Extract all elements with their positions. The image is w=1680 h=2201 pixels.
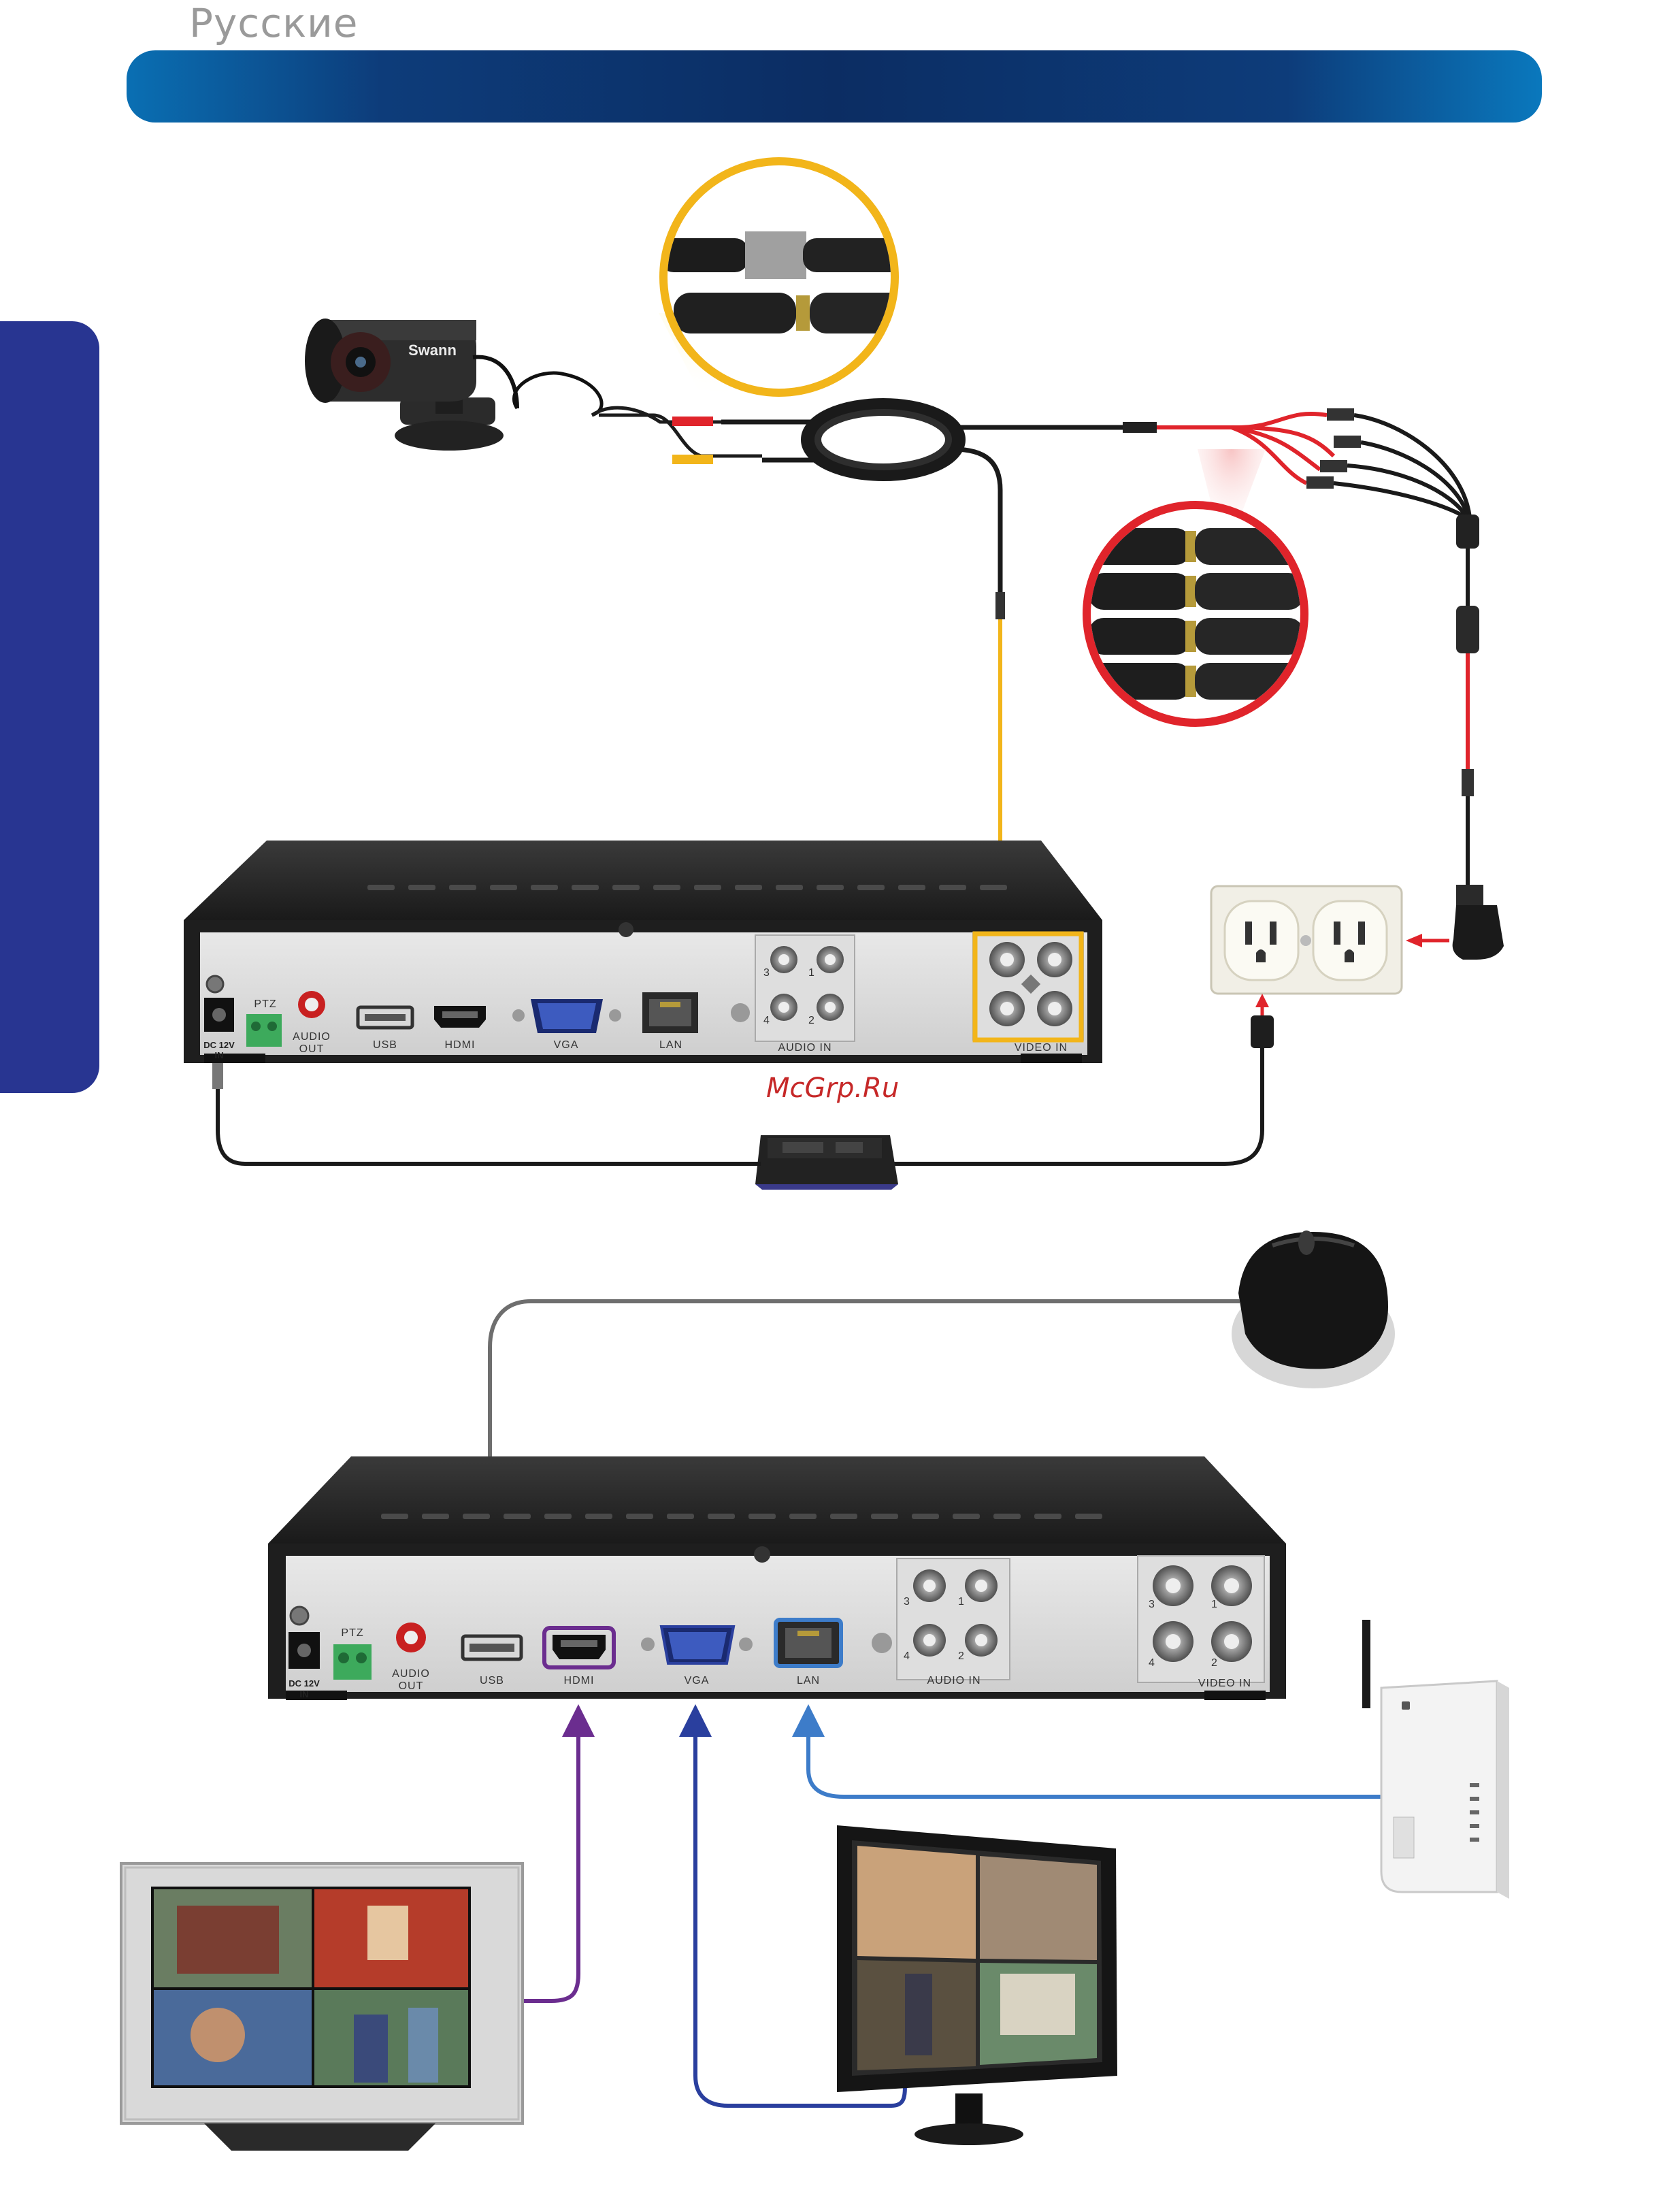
- camera-brand: Swann: [408, 342, 457, 359]
- network-router: [1362, 1620, 1509, 1899]
- svg-text:AUDIO IN: AUDIO IN: [778, 1042, 831, 1054]
- svg-text:OUT: OUT: [399, 1680, 424, 1692]
- svg-text:3: 3: [763, 967, 770, 979]
- svg-text:AUDIO IN: AUDIO IN: [927, 1675, 981, 1686]
- security-camera: Swann: [305, 319, 602, 451]
- svg-text:2: 2: [1211, 1657, 1218, 1669]
- dvr-power-cable-ac: [891, 1048, 1262, 1164]
- computer-monitor: [837, 1825, 1117, 2145]
- svg-text:USB: USB: [373, 1039, 397, 1051]
- dvr-power-plug: [1251, 1015, 1274, 1048]
- camera-video-tip: [672, 455, 713, 464]
- dvr-bottom: DC 12V IN PTZ AUDIO OUT USB HDMI VGA LAN: [268, 1456, 1286, 1700]
- dvr-top: DC 12V IN PTZ AUDIO OUT USB HDMI VGA LAN: [184, 841, 1102, 1063]
- svg-text:HDMI: HDMI: [564, 1675, 595, 1686]
- extension-video-line: [953, 449, 1000, 599]
- power-splitter-zoom: [1087, 449, 1304, 723]
- svg-text:4: 4: [763, 1015, 770, 1026]
- svg-text:VIDEO IN: VIDEO IN: [1198, 1678, 1251, 1689]
- svg-text:1: 1: [958, 1596, 965, 1608]
- wall-outlet: [1211, 886, 1402, 994]
- dvr-power-cable-dc: [218, 1075, 761, 1164]
- svg-text:4: 4: [1149, 1657, 1155, 1669]
- svg-text:VGA: VGA: [554, 1039, 579, 1051]
- extension-cable-coil: [721, 406, 958, 474]
- watermark: McGrp.Ru: [766, 1073, 899, 1104]
- svg-text:HDMI: HDMI: [445, 1039, 476, 1051]
- ptz-label: PTZ: [254, 998, 276, 1010]
- svg-text:PTZ: PTZ: [341, 1627, 363, 1639]
- television: [121, 1863, 523, 2151]
- svg-text:3: 3: [904, 1596, 910, 1608]
- svg-text:DC 12V: DC 12V: [289, 1678, 320, 1689]
- svg-text:VGA: VGA: [685, 1675, 710, 1686]
- camera-power-adapter: [1453, 885, 1504, 960]
- svg-text:1: 1: [808, 967, 815, 979]
- svg-text:USB: USB: [480, 1675, 504, 1686]
- svg-text:3: 3: [1149, 1599, 1155, 1610]
- svg-text:LAN: LAN: [659, 1039, 682, 1051]
- svg-text:1: 1: [1211, 1599, 1218, 1610]
- lan-cable: [808, 1729, 1388, 1797]
- dvr-power-brick: [755, 1135, 898, 1190]
- svg-text:OUT: OUT: [299, 1043, 325, 1055]
- svg-text:IN: IN: [300, 1689, 309, 1699]
- camera-power-tip: [672, 417, 713, 426]
- svg-text:LAN: LAN: [797, 1675, 820, 1686]
- svg-text:4: 4: [904, 1650, 910, 1662]
- dc-in-label: DC 12V: [203, 1040, 235, 1050]
- svg-text:2: 2: [958, 1650, 965, 1662]
- svg-text:IN: IN: [215, 1050, 224, 1060]
- usb-mouse: [1232, 1230, 1395, 1388]
- svg-text:AUDIO: AUDIO: [392, 1668, 430, 1680]
- svg-text:VIDEO IN: VIDEO IN: [1015, 1042, 1068, 1054]
- svg-text:2: 2: [808, 1015, 815, 1026]
- bnc-connector-zoom: [659, 161, 912, 408]
- svg-text:AUDIO: AUDIO: [293, 1031, 331, 1043]
